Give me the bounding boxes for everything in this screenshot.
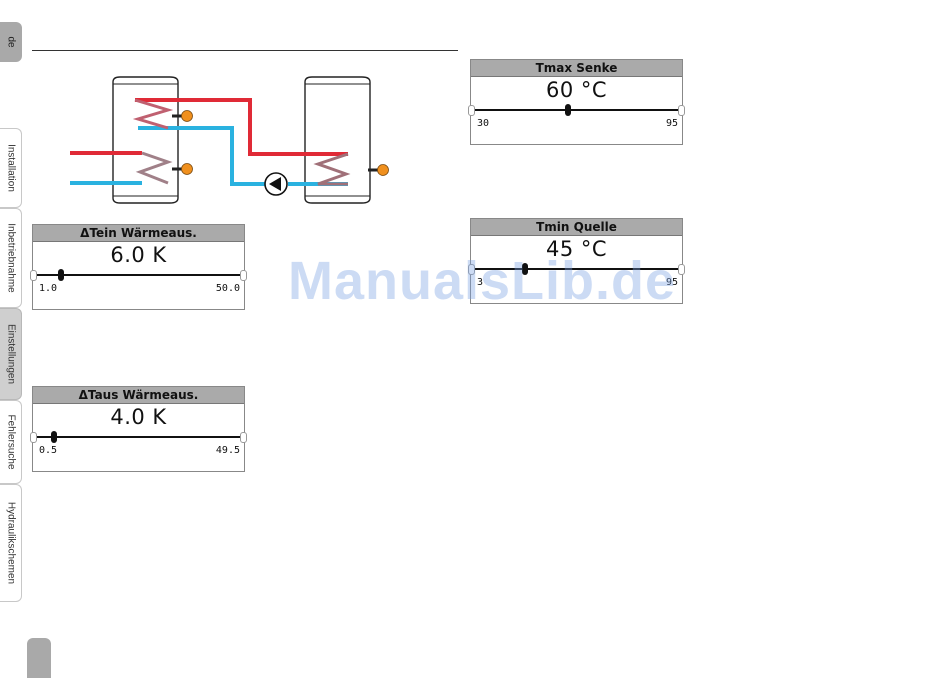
- language-tab[interactable]: de: [0, 22, 22, 62]
- display-title: ΔTaus Wärmeaus.: [33, 387, 244, 404]
- value-slider[interactable]: [33, 269, 244, 281]
- slider-min-label: 1.0: [39, 283, 57, 294]
- watermark: ManualsLib.de: [288, 250, 676, 312]
- display-delta-t-on: ΔTein Wärmeaus. 6.0 K 1.0 50.0: [32, 224, 245, 310]
- slider-min-label: 0.5: [39, 445, 57, 456]
- display-title: Tmax Senke: [471, 60, 682, 77]
- tab-inbetriebnahme[interactable]: Inbetriebnahme: [0, 208, 22, 308]
- tab-label: Fehlersuche: [5, 414, 16, 469]
- page-corner-tab: [27, 638, 51, 678]
- tab-hydraulikschemen[interactable]: Hydraulikschemen: [0, 484, 22, 602]
- display-value: 4.0 K: [33, 404, 244, 430]
- tab-label: Installation: [5, 144, 16, 192]
- slider-max-label: 49.5: [216, 445, 240, 456]
- tab-label: Hydraulikschemen: [5, 502, 16, 584]
- tab-label: Einstellungen: [5, 324, 16, 384]
- tab-fehlersuche[interactable]: Fehlersuche: [0, 400, 22, 484]
- slider-end-cap: [678, 105, 685, 116]
- tab-einstellungen[interactable]: Einstellungen: [0, 308, 22, 400]
- value-slider[interactable]: [471, 104, 682, 116]
- slider-track: [36, 274, 241, 276]
- slider-knob[interactable]: [58, 269, 64, 281]
- slider-knob[interactable]: [565, 104, 571, 116]
- slider-end-cap: [240, 432, 247, 443]
- slider-track: [474, 109, 679, 111]
- display-title: Tmin Quelle: [471, 219, 682, 236]
- slider-min-label: 30: [477, 118, 489, 129]
- slider-max-label: 50.0: [216, 283, 240, 294]
- value-slider[interactable]: [33, 431, 244, 443]
- display-title: ΔTein Wärmeaus.: [33, 225, 244, 242]
- sensor-icon: [368, 165, 389, 176]
- slider-max-label: 95: [666, 118, 678, 129]
- language-tab-label: de: [6, 36, 17, 47]
- tab-installation[interactable]: Installation: [0, 128, 22, 208]
- slider-track: [36, 436, 241, 438]
- slider-end-cap: [678, 264, 685, 275]
- slider-end-cap: [30, 432, 37, 443]
- slider-end-cap: [240, 270, 247, 281]
- display-tmax-sink: Tmax Senke 60 °C 30 95: [470, 59, 683, 145]
- slider-knob[interactable]: [51, 431, 57, 443]
- hydraulic-diagram: [60, 70, 400, 210]
- display-delta-t-off: ΔTaus Wärmeaus. 4.0 K 0.5 49.5: [32, 386, 245, 472]
- display-value: 6.0 K: [33, 242, 244, 268]
- pump-icon: [265, 173, 287, 195]
- tab-label: Inbetriebnahme: [5, 223, 16, 293]
- slider-end-cap: [468, 105, 475, 116]
- header-rule: [32, 50, 458, 51]
- slider-end-cap: [30, 270, 37, 281]
- display-value: 60 °C: [471, 77, 682, 103]
